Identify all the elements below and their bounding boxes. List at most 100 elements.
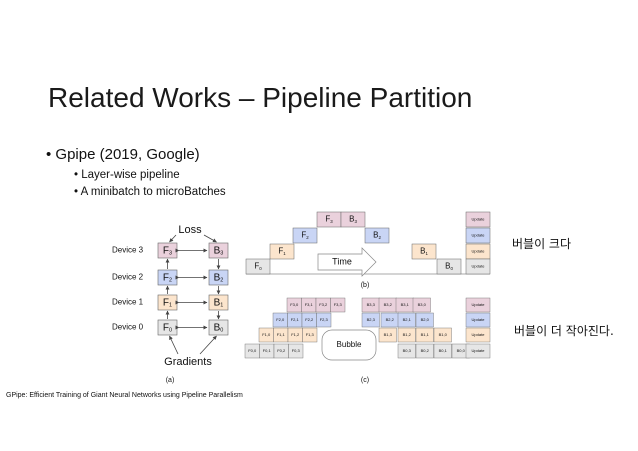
backward-cell-label: B2: [373, 231, 381, 240]
gradients-label: Gradients: [164, 356, 212, 368]
micro-backward-label: B2,1: [403, 317, 412, 322]
device-label: Device 2: [112, 273, 144, 282]
micro-forward-cell: [302, 327, 318, 343]
update-label: Update: [472, 249, 486, 254]
update-label: Update: [472, 332, 486, 337]
forward-cell-label: F2: [301, 231, 309, 240]
backward-cell-label: B3: [349, 215, 357, 224]
micro-forward-label: F1,0: [262, 332, 271, 337]
backward-cell-label: B0: [445, 262, 453, 271]
forward-cell-label: F0: [254, 262, 262, 271]
backward-block: [208, 319, 229, 336]
forward-block-label: F2: [163, 272, 172, 284]
micro-forward-cell: [288, 343, 304, 359]
update-label: Update: [472, 233, 486, 238]
forward-cell: [292, 227, 318, 244]
micro-backward-label: B1,1: [421, 332, 430, 337]
device-label: Device 3: [112, 246, 144, 255]
update-cell: [465, 343, 491, 359]
note-bubble-large: 버블이 크다: [512, 237, 572, 251]
figure-a-caption: (a): [166, 377, 175, 384]
micro-backward-label: B0,1: [439, 348, 448, 353]
backward-block-label: B3: [214, 245, 224, 257]
forward-block-label: F0: [163, 322, 172, 334]
micro-forward-label: F1,3: [306, 332, 315, 337]
micro-backward-cell: [415, 327, 434, 343]
micro-forward-label: F0,2: [277, 348, 286, 353]
time-label: Time: [332, 256, 352, 266]
micro-forward-label: F1,1: [277, 332, 286, 337]
figure-b-caption: (b): [361, 282, 370, 289]
bubble-shape: [321, 329, 377, 361]
forward-block-label: F1: [163, 297, 172, 309]
forward-cell: [245, 258, 271, 275]
micro-backward-label: B2,2: [386, 317, 395, 322]
micro-backward-cell: [378, 327, 397, 343]
bullet-gpipe: • Gpipe (2019, Google): [46, 146, 200, 163]
bullet-microbatches: • A minibatch to microBatches: [74, 186, 226, 198]
micro-backward-label: B1,0: [439, 332, 448, 337]
backward-cell: [411, 243, 437, 260]
micro-forward-label: F0,1: [263, 348, 272, 353]
micro-forward-label: F2,0: [276, 317, 285, 322]
micro-backward-label: B2,0: [421, 317, 430, 322]
micro-forward-label: F3,3: [334, 302, 343, 307]
micro-backward-cell: [397, 343, 416, 359]
micro-backward-cell: [397, 327, 416, 343]
micro-forward-cell: [316, 312, 332, 328]
update-cell: [465, 312, 491, 328]
micro-backward-label: B0,0: [457, 348, 466, 353]
forward-cell-label: F1: [278, 247, 286, 256]
micro-backward-cell: [412, 297, 431, 313]
backward-cell: [436, 258, 462, 275]
micro-forward-label: F0,3: [292, 348, 301, 353]
micro-backward-label: B1,2: [403, 332, 412, 337]
loss-arrow: [203, 234, 217, 243]
micro-backward-label: B3,0: [418, 302, 427, 307]
backward-block-label: B1: [214, 297, 224, 309]
slide-title: Related Works – Pipeline Partition: [48, 82, 473, 113]
micro-backward-label: B2,3: [367, 317, 376, 322]
update-cell: [465, 327, 491, 343]
backward-block: [208, 269, 229, 286]
update-label: Update: [472, 348, 486, 353]
device-label: Device 0: [112, 323, 144, 332]
micro-backward-cell: [433, 327, 452, 343]
backward-cell: [340, 211, 366, 228]
micro-backward-label: B3,2: [384, 302, 393, 307]
micro-backward-cell: [415, 312, 434, 328]
micro-backward-cell: [415, 343, 434, 359]
backward-block-label: B2: [214, 272, 224, 284]
micro-backward-label: B0,3: [403, 348, 412, 353]
bullet-layer-wise: • Layer-wise pipeline: [74, 169, 180, 181]
micro-forward-label: F2,2: [305, 317, 314, 322]
update-label: Update: [472, 317, 486, 322]
backward-block-label: B0: [214, 322, 224, 334]
micro-forward-label: F0,0: [248, 348, 257, 353]
footnote: GPipe: Efficient Training of Giant Neura…: [6, 392, 243, 399]
backward-cell-label: B1: [420, 247, 428, 256]
loss-label: Loss: [178, 224, 202, 236]
backward-cell: [364, 227, 390, 244]
micro-forward-label: F1,2: [291, 332, 300, 337]
micro-backward-cell: [361, 312, 380, 328]
micro-forward-label: F3,0: [290, 302, 299, 307]
forward-block-label: F3: [163, 245, 172, 257]
gradients-arrow: [169, 335, 179, 355]
gradients-arrow: [199, 335, 217, 355]
update-cell: [465, 227, 491, 244]
update-label: Update: [472, 302, 486, 307]
micro-forward-label: F3,1: [305, 302, 314, 307]
update-cell: [465, 211, 491, 228]
micro-backward-cell: [433, 343, 452, 359]
bubble-label: Bubble: [337, 340, 362, 349]
backward-block: [208, 242, 229, 259]
update-label: Update: [472, 217, 486, 222]
micro-backward-label: B3,1: [401, 302, 410, 307]
backward-block: [208, 294, 229, 311]
micro-forward-label: F3,2: [319, 302, 328, 307]
